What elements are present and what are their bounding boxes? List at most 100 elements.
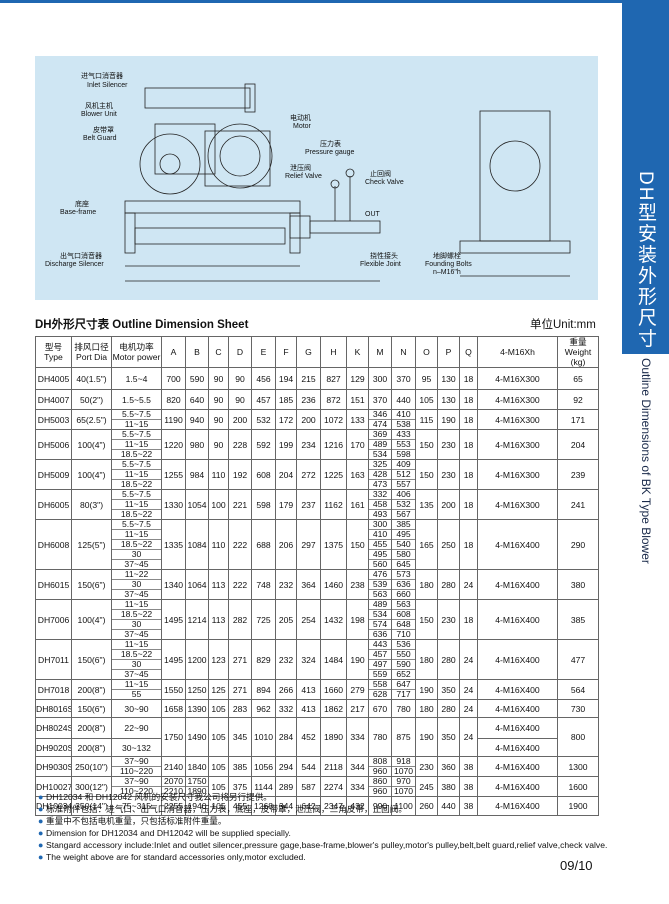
table-cell: 413 bbox=[296, 679, 321, 700]
table-cell: 457 bbox=[251, 389, 276, 410]
table-cell-value: 30 bbox=[112, 620, 161, 630]
column-header: K bbox=[346, 336, 369, 368]
table-cell: 332 bbox=[275, 699, 297, 718]
table-cell-value: 2210 bbox=[163, 786, 184, 796]
column-header-cn: E bbox=[260, 347, 267, 357]
table-cell: 18 bbox=[459, 367, 478, 390]
table-cell: 598 bbox=[251, 489, 276, 520]
table-cell: 1.5~4 bbox=[111, 367, 162, 390]
note-text: DH12034 和 DH12042 风机的安装尺寸我公司将另行提供。 bbox=[46, 792, 272, 802]
label-inlet-silencer-en: Inlet Silencer bbox=[87, 82, 128, 89]
table-cell: 980 bbox=[185, 429, 209, 460]
table-cell-value: 325 bbox=[369, 461, 391, 470]
table-cell: 4-M16X300 bbox=[477, 489, 558, 520]
base-leg-left bbox=[124, 212, 136, 254]
table-cell: 105 bbox=[415, 389, 438, 410]
table-cell: 283 bbox=[228, 699, 252, 718]
table-cell-value: 5.5~7.5 bbox=[112, 431, 161, 440]
table-cell: 4-M16X400 bbox=[477, 679, 558, 700]
table-cell: 180 bbox=[415, 639, 438, 680]
table-cell: 200 bbox=[296, 409, 321, 430]
side-view-shape bbox=[479, 110, 551, 242]
table-cell: 544 bbox=[296, 756, 321, 777]
table-cell-value: 410 bbox=[392, 411, 415, 420]
table-cell-value: 539 bbox=[369, 580, 391, 590]
table-cell: 105 bbox=[208, 717, 229, 757]
label-belt-guard-en: Belt Guard bbox=[83, 135, 117, 142]
table-cell: 30~90 bbox=[111, 699, 162, 718]
table-cell-value: 1750 bbox=[186, 776, 208, 787]
relief-valve-shape bbox=[330, 179, 340, 189]
table-cell: 608 bbox=[251, 459, 276, 490]
table-cell: 280 bbox=[437, 569, 460, 600]
table-cell: 113 bbox=[208, 569, 229, 600]
column-header: A bbox=[161, 336, 186, 368]
table-cell-value: 532 bbox=[392, 500, 415, 510]
table-cell-value: 37~90 bbox=[112, 778, 161, 787]
table-cell-value: 590 bbox=[392, 660, 415, 670]
label-founding-bolts-cn: 地脚螺栓 bbox=[433, 251, 461, 260]
column-header-cn: B bbox=[194, 347, 200, 357]
motor-frame-shape bbox=[204, 130, 271, 187]
table-cell: 1550 bbox=[161, 679, 186, 700]
table-cell: 1200 bbox=[185, 639, 209, 680]
table-cell: 180 bbox=[415, 569, 438, 600]
table-cell: 150 bbox=[346, 519, 369, 570]
column-header-cn: M bbox=[376, 347, 384, 357]
table-cell-value: 4-M16X300 bbox=[495, 414, 540, 425]
table-cell-value: 370 bbox=[372, 394, 388, 405]
table-cell: 4-M16X300 bbox=[477, 459, 558, 490]
table-cell: 110 bbox=[208, 459, 229, 490]
table-cell: 222 bbox=[228, 519, 252, 570]
table-cell: 135 bbox=[415, 489, 438, 520]
table-cell: 230 bbox=[437, 429, 460, 460]
table-cell-value: 55 bbox=[131, 689, 142, 699]
table-cell: 590 bbox=[185, 367, 209, 390]
column-header-cn: 排风口径 bbox=[74, 342, 109, 352]
table-cell: 206 bbox=[275, 519, 297, 570]
table-cell: 452 bbox=[296, 717, 321, 757]
table-cell: 199 bbox=[275, 429, 297, 460]
table-cell-value: 11~15 bbox=[112, 681, 161, 690]
sidebar-title-en: Outline Dimensions of BK Type Blower bbox=[639, 358, 653, 564]
table-cell-value: 37~45 bbox=[124, 559, 149, 569]
table-cell-value: 4-M16X300 bbox=[495, 469, 540, 480]
table-cell: 1390 bbox=[185, 699, 209, 718]
table-cell: 75~315 bbox=[111, 796, 162, 816]
table-cell: 271 bbox=[228, 639, 252, 680]
table-cell: 200(8") bbox=[71, 738, 112, 757]
table-cell: 1658 bbox=[161, 699, 186, 718]
table-cell-value: 540 bbox=[392, 540, 415, 550]
table-cell: 4-M16X400 bbox=[477, 519, 558, 570]
table-cell-value: 11~15 bbox=[112, 470, 161, 480]
table-cell: 4-M16X400 bbox=[477, 569, 558, 600]
table-cell: 125 bbox=[208, 679, 229, 700]
inlet-silencer-shape bbox=[144, 87, 251, 109]
table-cell-value: 4-M16X400 bbox=[495, 684, 540, 695]
column-header-cn: O bbox=[423, 347, 430, 357]
table-cell: 90 bbox=[228, 367, 252, 390]
table-cell: 100 bbox=[208, 489, 229, 520]
table-cell: 24 bbox=[459, 699, 478, 718]
table-cell-value: 628 bbox=[372, 689, 388, 699]
table-cell: 150(6") bbox=[71, 699, 112, 718]
table-cell: 125(5") bbox=[71, 519, 112, 570]
table-cell: 190 bbox=[415, 679, 438, 700]
table-cell: 1214 bbox=[185, 599, 209, 640]
table-cell-value: 538 bbox=[396, 419, 411, 429]
table-cell: 700 bbox=[161, 367, 186, 390]
table-cell: 241 bbox=[557, 489, 599, 520]
table-cell: 456 bbox=[251, 367, 276, 390]
table-cell-value: 410 bbox=[369, 530, 391, 540]
table-cell: 875 bbox=[391, 717, 416, 757]
column-header-cn: 重量 bbox=[569, 337, 587, 348]
